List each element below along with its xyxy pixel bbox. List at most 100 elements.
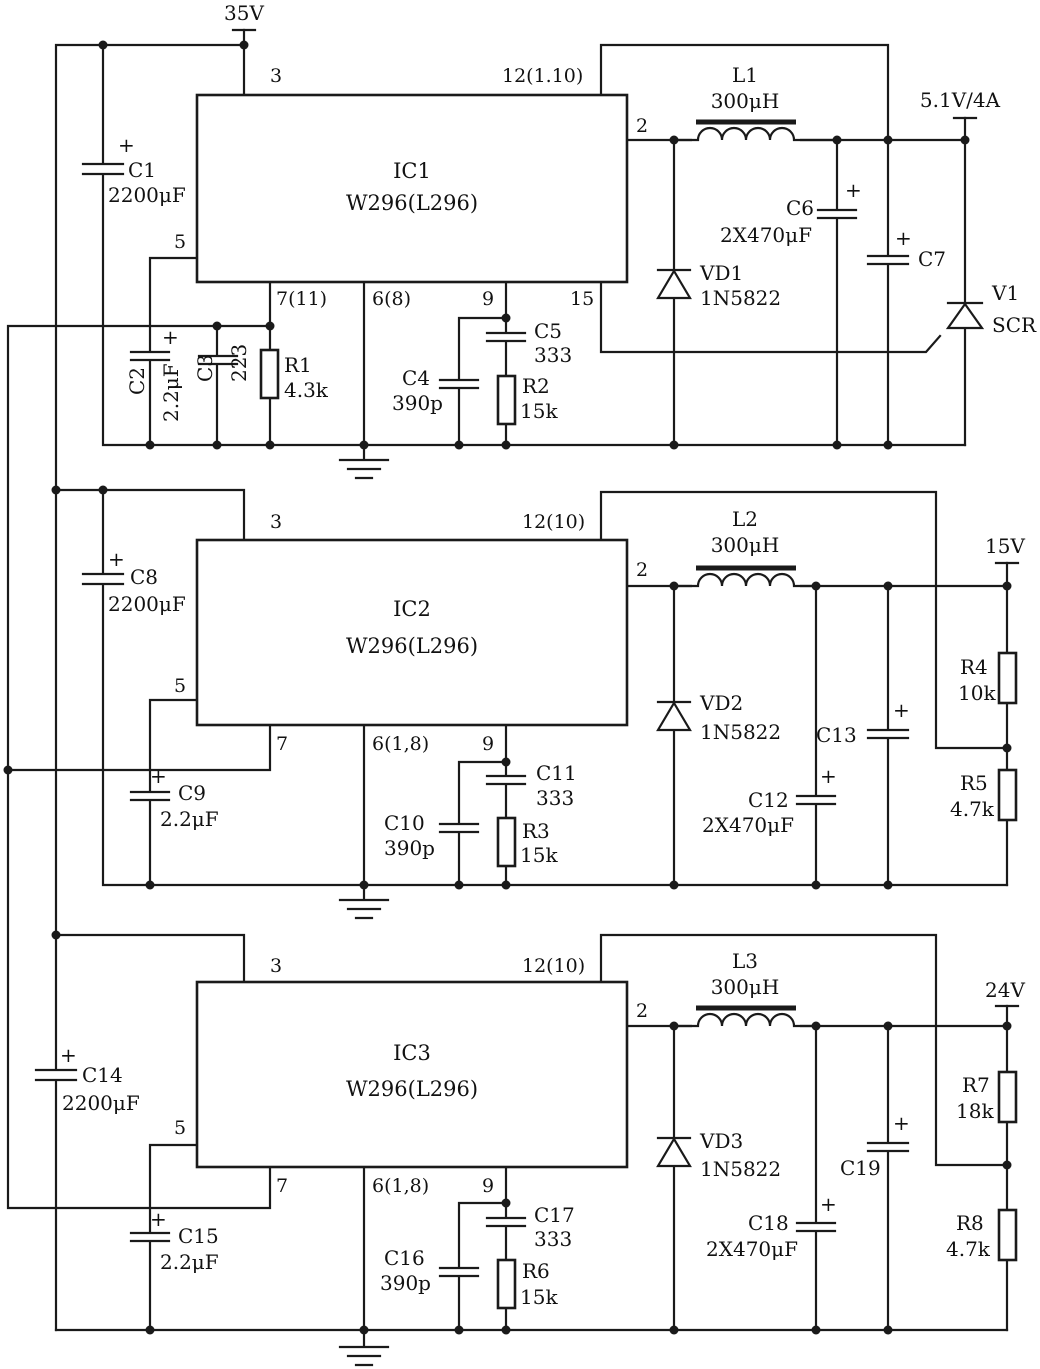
svg-text:390p: 390p (392, 391, 443, 415)
svg-text:390p: 390p (384, 836, 435, 860)
svg-text:333: 333 (534, 343, 572, 367)
terminals (231, 28, 1020, 1008)
svg-text:5: 5 (174, 675, 186, 697)
svg-text:2.2μF: 2.2μF (160, 807, 219, 831)
svg-text:2X470μF: 2X470μF (720, 223, 812, 247)
capacitor-c2: + (129, 325, 179, 362)
rail-labels: 35V 5.1V/4A 15V 24V (224, 1, 1025, 1002)
svg-text:+: + (893, 698, 910, 722)
svg-text:C18: C18 (748, 1211, 789, 1235)
ic3: IC3 W296(L296) (195, 980, 629, 1169)
output2-voltage-label: 15V (985, 534, 1025, 558)
svg-text:7: 7 (276, 733, 288, 755)
svg-text:4.3k: 4.3k (284, 378, 329, 402)
svg-text:VD3: VD3 (699, 1129, 743, 1153)
svg-text:2: 2 (636, 1000, 648, 1022)
svg-text:5: 5 (174, 1117, 186, 1139)
ic1: IC1 W296(L296) (195, 93, 629, 284)
svg-text:+: + (150, 1207, 167, 1231)
svg-text:C7: C7 (918, 247, 946, 271)
scr-v1 (945, 301, 985, 330)
svg-text:4.7k: 4.7k (946, 1237, 991, 1261)
capacitor-c10 (438, 822, 480, 834)
resistor-r1 (259, 348, 280, 400)
capacitor-c17 (485, 1216, 527, 1228)
capacitors: + + + + + + + + + + + + (34, 133, 912, 1278)
capacitor-c14: + (34, 1043, 78, 1082)
ic1-part: W296(L296) (346, 191, 478, 215)
inductor-l2 (672, 565, 818, 590)
diode-vd1 (656, 268, 692, 300)
ic3-ref: IC3 (393, 1041, 431, 1065)
svg-text:333: 333 (536, 786, 574, 810)
svg-text:390p: 390p (380, 1271, 431, 1295)
svg-text:+: + (820, 764, 837, 788)
svg-text:4.7k: 4.7k (950, 797, 995, 821)
svg-text:300μH: 300μH (711, 533, 780, 557)
svg-text:C2: C2 (125, 367, 149, 395)
svg-text:3: 3 (270, 511, 282, 533)
svg-text:10k: 10k (958, 681, 996, 705)
svg-text:333: 333 (534, 1227, 572, 1251)
svg-text:6(1,8): 6(1,8) (372, 1175, 429, 1197)
svg-text:R2: R2 (522, 374, 550, 398)
svg-text:C10: C10 (384, 811, 425, 835)
resistor-r6 (496, 1258, 517, 1310)
svg-text:6(8): 6(8) (372, 288, 411, 310)
capacitor-c9: + (129, 764, 171, 802)
svg-text:+: + (895, 226, 912, 250)
svg-text:R1: R1 (284, 353, 312, 377)
svg-text:18k: 18k (956, 1099, 994, 1123)
resistors (259, 348, 1018, 1310)
svg-text:V1: V1 (991, 281, 1019, 305)
capacitor-c19: + (866, 1111, 910, 1153)
svg-text:2200μF: 2200μF (108, 183, 186, 207)
svg-text:1N5822: 1N5822 (700, 1157, 781, 1181)
svg-text:+: + (108, 547, 125, 571)
svg-text:2200μF: 2200μF (62, 1091, 140, 1115)
ic2: IC2 W296(L296) (195, 538, 629, 727)
inductor-l1 (672, 119, 839, 144)
svg-text:9: 9 (482, 733, 494, 755)
svg-text:C6: C6 (786, 196, 814, 220)
ground-icon (338, 898, 390, 920)
capacitor-c8: + (81, 547, 125, 586)
inductors (672, 119, 839, 1030)
ground-icon (338, 458, 390, 480)
svg-text:+: + (150, 764, 167, 788)
svg-text:SCR: SCR (992, 313, 1037, 337)
output1-voltage-label: 5.1V/4A (920, 88, 1001, 112)
svg-text:R6: R6 (522, 1259, 550, 1283)
inductor-l3 (672, 1005, 818, 1030)
svg-text:C15: C15 (178, 1224, 219, 1248)
svg-text:2: 2 (636, 559, 648, 581)
input-voltage-label: 35V (224, 1, 264, 25)
svg-text:12(10): 12(10) (522, 511, 585, 533)
diodes (656, 268, 692, 1168)
svg-text:C19: C19 (840, 1156, 881, 1180)
capacitor-c1: + (81, 133, 135, 176)
ic2-ref: IC2 (393, 597, 431, 621)
svg-text:+: + (845, 178, 862, 202)
svg-text:12(10): 12(10) (522, 955, 585, 977)
svg-text:L3: L3 (732, 949, 758, 973)
svg-text:C12: C12 (748, 788, 789, 812)
resistor-r7 (997, 1070, 1018, 1124)
svg-text:C1: C1 (128, 158, 156, 182)
resistor-r8 (997, 1208, 1018, 1262)
svg-text:300μH: 300μH (711, 89, 780, 113)
svg-text:223: 223 (227, 344, 251, 382)
svg-text:L2: L2 (732, 507, 758, 531)
ic2-part: W296(L296) (346, 634, 478, 658)
svg-text:2X470μF: 2X470μF (702, 813, 794, 837)
capacitor-c6: + (816, 178, 862, 220)
svg-text:C14: C14 (82, 1063, 123, 1087)
svg-text:15k: 15k (520, 399, 558, 423)
svg-text:C9: C9 (178, 781, 206, 805)
capacitor-c16 (438, 1266, 480, 1278)
svg-text:5: 5 (174, 231, 186, 253)
ic1-ref: IC1 (393, 159, 431, 183)
svg-text:R8: R8 (956, 1211, 984, 1235)
diode-vd3 (656, 1136, 692, 1168)
resistor-r5 (997, 768, 1018, 822)
